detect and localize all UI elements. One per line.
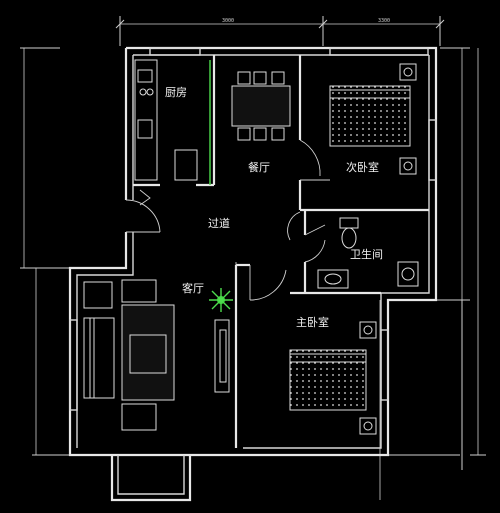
plant-icon [209,288,233,312]
room-label-hallway: 过道 [208,216,230,230]
master-bedroom-furniture [289,321,377,435]
dimension-top-left: 3000 [222,18,234,24]
second-bedroom-furniture [329,63,417,175]
room-label-dining: 餐厅 [248,160,270,174]
room-label-second-bedroom: 次卧室 [346,160,379,174]
room-label-kitchen: 厨房 [165,86,187,99]
room-label-living-room: 客厅 [182,281,204,295]
dimension-top-right: 3300 [378,18,390,24]
dining-furniture [231,71,291,141]
dimension-lines [20,16,486,500]
room-label-master-bedroom: 主卧室 [296,315,329,329]
walls [68,46,438,502]
room-label-bathroom: 卫生间 [350,247,383,261]
bathroom-fixtures [317,217,419,289]
doors [125,139,330,301]
kitchen-furniture [134,59,211,185]
living-room-furniture [83,279,230,431]
